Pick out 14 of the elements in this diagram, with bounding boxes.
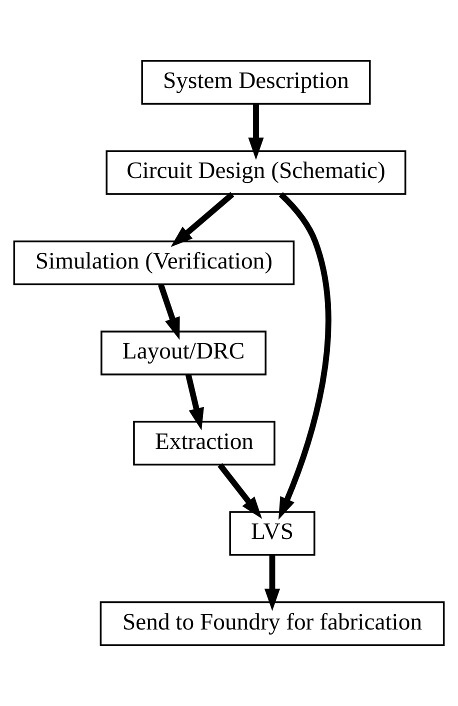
node-box: Simulation (Verification) xyxy=(13,240,295,286)
arrow xyxy=(218,463,262,519)
node-box: LVS xyxy=(229,511,316,556)
arrow xyxy=(278,192,332,520)
node-box: Circuit Design (Schematic) xyxy=(106,150,406,195)
node-box: System Description xyxy=(141,60,371,105)
arrow xyxy=(158,284,180,340)
node-box: Layout/DRC xyxy=(100,330,266,376)
arrow xyxy=(248,104,264,160)
arrow xyxy=(264,555,280,611)
arrow xyxy=(170,192,234,247)
node-box: Extraction xyxy=(133,420,276,466)
arrow xyxy=(185,374,204,430)
node-box: Send to Foundry for fabrication xyxy=(100,601,445,646)
